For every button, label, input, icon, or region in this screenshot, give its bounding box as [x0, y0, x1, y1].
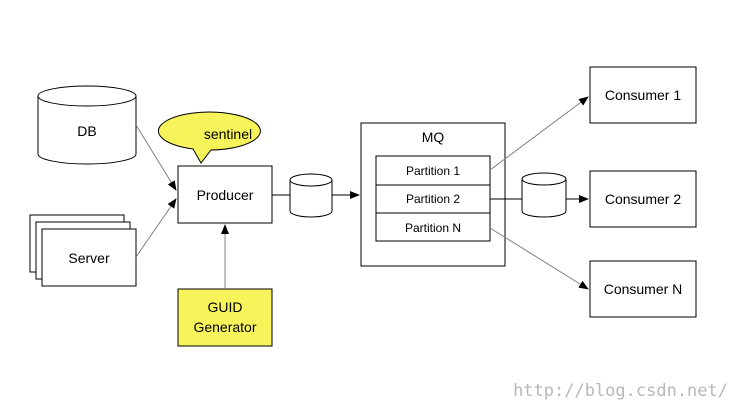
watermark-text: http://blog.csdn.net/ [513, 381, 728, 401]
consumer-1-label: Consumer 1 [605, 87, 681, 103]
edges [135, 96, 589, 290]
partition-2-label: Partition 2 [406, 192, 460, 206]
guid-generator-label-line1: GUID [208, 299, 243, 315]
db-node: DB [37, 85, 137, 165]
mq-label: MQ [422, 129, 445, 145]
partition-2-box [375, 184, 491, 214]
guid-generator-node: GUID Generator [177, 288, 273, 347]
sentinel-label: sentinel [204, 126, 252, 142]
producer-buffer-top [289, 173, 333, 187]
consumer-buffer-cylinder [521, 172, 567, 218]
producer-buffer-cylinder [289, 173, 333, 218]
partition-1-box [375, 155, 491, 186]
consumer-2-box [589, 170, 697, 228]
db-cylinder-body [37, 96, 137, 165]
edge-partition-n-to-consumer-n [489, 227, 589, 290]
consumer-1-box [589, 66, 697, 124]
guid-generator-box [177, 288, 273, 347]
consumer-buffer-top [521, 172, 567, 186]
partition-n-label: Partition N [405, 221, 461, 235]
consumer-n-node: Consumer N [589, 260, 697, 318]
edge-partition-1-to-consumer-1 [489, 96, 589, 171]
edge-server-to-producer [135, 198, 177, 258]
guid-generator-label-line2: Generator [193, 319, 256, 335]
sentinel-bubble-shape [157, 111, 261, 164]
server-node: Server [29, 214, 137, 287]
consumer-1-node: Consumer 1 [589, 66, 697, 124]
partition-1-label: Partition 1 [406, 164, 460, 178]
partition-n-box [375, 212, 491, 242]
consumer-2-node: Consumer 2 [589, 170, 697, 228]
edge-db-to-producer [135, 124, 177, 191]
consumer-buffer-body [521, 179, 567, 218]
producer-label: Producer [197, 187, 254, 203]
server-label: Server [68, 250, 110, 266]
sentinel-bubble: sentinel [157, 111, 261, 164]
server-page-front [41, 228, 137, 287]
mq-node: MQ Partition 1 Partition 2 Partition N [360, 122, 506, 267]
producer-buffer-body [289, 180, 333, 218]
consumer-n-box [589, 260, 697, 318]
producer-box [177, 165, 273, 224]
consumer-2-label: Consumer 2 [605, 191, 681, 207]
db-label: DB [77, 123, 96, 139]
db-cylinder-top [37, 85, 137, 107]
producer-node: Producer [177, 165, 273, 224]
consumer-n-label: Consumer N [604, 281, 683, 297]
